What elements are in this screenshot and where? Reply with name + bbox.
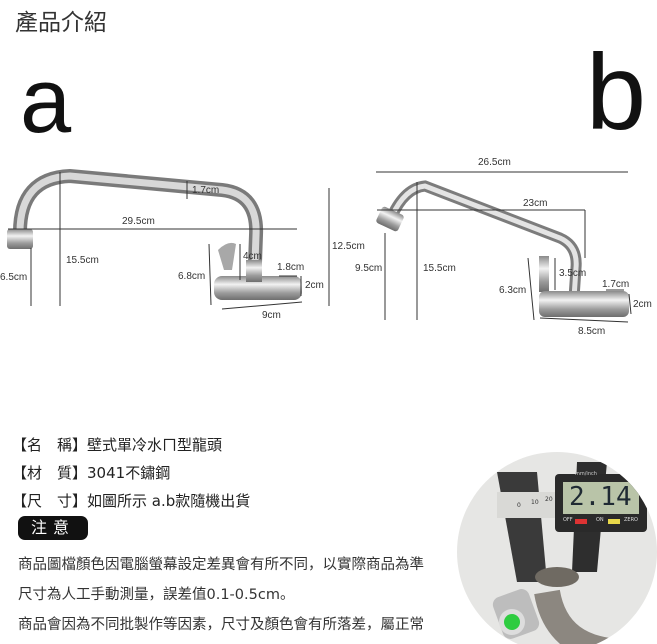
spec-label: 【材 質】	[12, 464, 88, 482]
dim-b-base-len: 8.5cm	[578, 326, 606, 337]
dim-b-reach: 23cm	[523, 198, 548, 209]
spec-value: 壁式單冷水ㄇ型龍頭	[87, 436, 223, 454]
note-line: 商品圖檔顏色因電腦螢幕設定差異會有所不同，以實際商品為準	[18, 557, 424, 573]
dim-b-valve: 3.5cm	[559, 268, 587, 279]
dim-b-thread-len: 1.7cm	[602, 279, 630, 290]
dim-b-handle-height: 6.3cm	[499, 285, 527, 296]
caliper-scale-0: 0	[517, 502, 521, 509]
dim-b-height-mid: 15.5cm	[423, 263, 456, 274]
caliper-photo: 2.14 mm/inch OFF ON ZERO 0 10 20	[457, 452, 657, 644]
caliper-off: OFF	[563, 517, 573, 523]
dim-b-thread-dia: 2cm	[633, 299, 652, 310]
dim-b-height-left: 9.5cm	[355, 263, 383, 274]
dim-a-pipe: 1.7cm	[192, 185, 220, 196]
caliper-scale-10: 10	[531, 499, 539, 506]
dim-a-thread-len: 1.8cm	[277, 262, 305, 273]
spec-value: 如圖所示 a.b款隨機出貨	[87, 492, 251, 510]
caliper-zero: ZERO	[624, 517, 638, 523]
dim-a-handle-height: 6.8cm	[178, 271, 206, 282]
faucet-a-dimension-lines	[8, 172, 330, 310]
dim-a-valve: 4cm	[243, 251, 262, 262]
page-title: 產品介紹	[15, 10, 107, 36]
caliper-reading: 2.14	[569, 482, 632, 512]
dim-a-height-left: 6.5cm	[0, 272, 28, 283]
faucet-b-dimension-lines	[376, 171, 632, 323]
spec-size: 【尺 寸】如圖所示 a.b款隨機出貨	[12, 490, 250, 511]
note-line: 尺寸為人工手動測量，誤差值0.1-0.5cm。	[18, 587, 295, 603]
variant-b-label: b	[586, 31, 647, 152]
dim-a-height-total: 12.5cm	[332, 241, 365, 252]
spec-label: 【名 稱】	[12, 436, 88, 454]
dim-a-thread-dia: 2cm	[305, 280, 324, 291]
faucet-b-image	[376, 180, 629, 317]
spec-name: 【名 稱】壁式單冷水ㄇ型龍頭	[12, 434, 222, 455]
dim-a-length: 29.5cm	[122, 216, 155, 227]
note-line: 商品會因為不同批製作等因素，尺寸及顏色會有所落差，屬正常	[18, 617, 424, 633]
caution-badge: 注意	[18, 516, 88, 540]
variant-a-label: a	[20, 50, 72, 152]
spec-label: 【尺 寸】	[12, 492, 88, 510]
caliper-on: ON	[596, 517, 604, 523]
dim-a-height-mid: 15.5cm	[66, 255, 99, 266]
dim-b-total: 26.5cm	[478, 157, 511, 168]
spec-value: 3041不鏽鋼	[87, 464, 171, 482]
dim-a-base-len: 9cm	[262, 310, 281, 321]
faucet-a-image	[7, 168, 302, 300]
spec-material: 【材 質】3041不鏽鋼	[12, 462, 170, 483]
caliper-scale-20: 20	[545, 496, 553, 503]
caliper-unit: mm/inch	[575, 471, 597, 477]
faucet-diagrams	[7, 168, 632, 323]
